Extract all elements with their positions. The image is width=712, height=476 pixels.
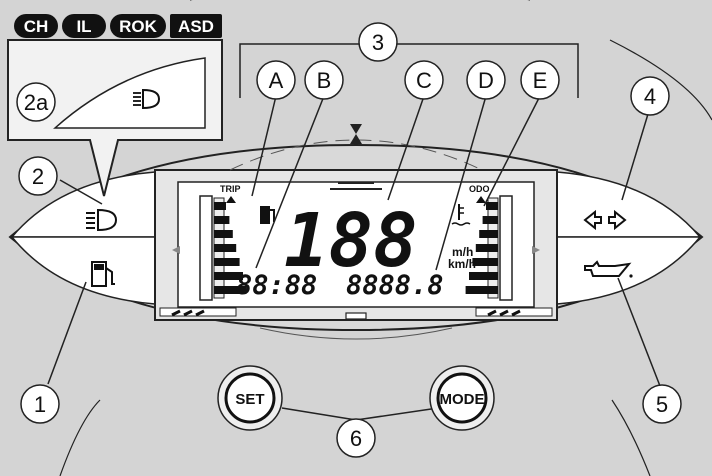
odo-label: ODO [469, 184, 490, 194]
trip-arrow-icon [226, 196, 236, 203]
left-lens-lower [10, 236, 156, 305]
speed-digits: 188 [284, 198, 418, 284]
lcd-coolant-temperature-icon [451, 204, 471, 226]
callout-text: 5 [656, 392, 668, 417]
callout-text: 6 [350, 426, 362, 451]
region-pill-asd: ASD [170, 14, 222, 38]
bar-segment [214, 244, 237, 252]
bar-segment [472, 258, 498, 266]
region-pill-il: IL [62, 14, 106, 38]
set-button[interactable]: SET [217, 365, 283, 431]
region-pill-label: IL [76, 17, 91, 36]
region-pill-label: ROK [119, 17, 158, 36]
callout-text: 4 [644, 84, 656, 109]
top-marker-lower [350, 134, 362, 144]
callout-4: 4 [630, 76, 670, 116]
bar-segment [482, 216, 498, 224]
housing-bottom-arc [259, 327, 453, 340]
lcd-bottom-strips [159, 307, 553, 320]
right-lens-upper [556, 171, 702, 238]
unit-kmh: km/h [448, 257, 476, 271]
top-marker [350, 124, 362, 134]
callout-labels: 2a 1 2 3 4 5 6 A B C D E [16, 22, 682, 458]
callout-3: 3 [358, 22, 398, 62]
region-pill-ch: CH [14, 14, 58, 38]
oil-can-icon [584, 260, 633, 278]
callout-e: E [520, 60, 560, 100]
bar-segment [479, 230, 498, 238]
callout-1: 1 [20, 384, 60, 424]
odo-arrow-icon [476, 196, 486, 203]
strip-dash [511, 309, 521, 317]
high-beam-icon [86, 208, 118, 232]
callout-6: 6 [336, 418, 376, 458]
strip-dashes [171, 309, 521, 317]
fuel-pump-icon [91, 261, 115, 287]
bar-segment [214, 286, 247, 294]
strip-dash [195, 309, 205, 317]
region-pill-label: ASD [178, 17, 214, 36]
callout-text: C [416, 68, 432, 93]
callout-3-bracket [239, 43, 579, 98]
region-pill-label: CH [24, 17, 49, 36]
bar-segment [465, 286, 498, 294]
strip-dash [183, 309, 193, 317]
callout-5: 5 [642, 384, 682, 424]
callout-2a: 2a [16, 82, 56, 122]
trip-label: TRIP [220, 184, 241, 194]
bar-segment [475, 244, 498, 252]
left-side-marker [172, 246, 180, 254]
unit-mph: m/h [452, 245, 473, 259]
callout-text: 3 [372, 30, 384, 55]
odometer-digits: 8888.8 [346, 270, 444, 301]
strip-dash [499, 309, 509, 317]
bar-segment [214, 202, 226, 210]
callout-c: C [404, 60, 444, 100]
callout-text: 1 [34, 392, 46, 417]
callout-a: A [256, 60, 296, 100]
strip-dash [171, 309, 181, 317]
bar-segment [214, 272, 243, 280]
callout-text: E [533, 68, 548, 93]
turn-signal-arrows-icon [583, 209, 627, 231]
bar-segment [214, 216, 230, 224]
mode-button[interactable]: MODE [429, 365, 495, 431]
callout-2: 2 [18, 156, 58, 196]
right-bar-segments [465, 202, 498, 294]
zoom-lens-shape [53, 57, 206, 129]
leader-lines [47, 95, 661, 421]
right-lens-lower [556, 236, 702, 305]
clock-digits: 88:88 [236, 270, 317, 301]
region-pill-rok: ROK [110, 14, 166, 38]
bar-segment [486, 202, 498, 210]
callout-text: B [317, 68, 332, 93]
callout-text: 2a [24, 90, 49, 115]
callout-text: D [478, 68, 494, 93]
callout-text: 2 [32, 164, 44, 189]
zoom-high-beam-icon [133, 88, 161, 110]
left-bar-segments [214, 202, 247, 294]
mode-button-label: MODE [440, 391, 485, 408]
callout-b: B [304, 60, 344, 100]
set-button-label: SET [235, 391, 264, 408]
callout-text: A [269, 68, 284, 93]
background-arcs [59, 0, 712, 476]
bar-segment [469, 272, 498, 280]
bar-segment [214, 230, 233, 238]
callout-d: D [466, 60, 506, 100]
lcd-fuel-pump-icon [260, 206, 275, 224]
strip-dash [487, 309, 497, 317]
region-code-pills: CH IL ROK ASD [14, 14, 222, 38]
right-side-marker [532, 246, 540, 254]
bar-segment [214, 258, 240, 266]
